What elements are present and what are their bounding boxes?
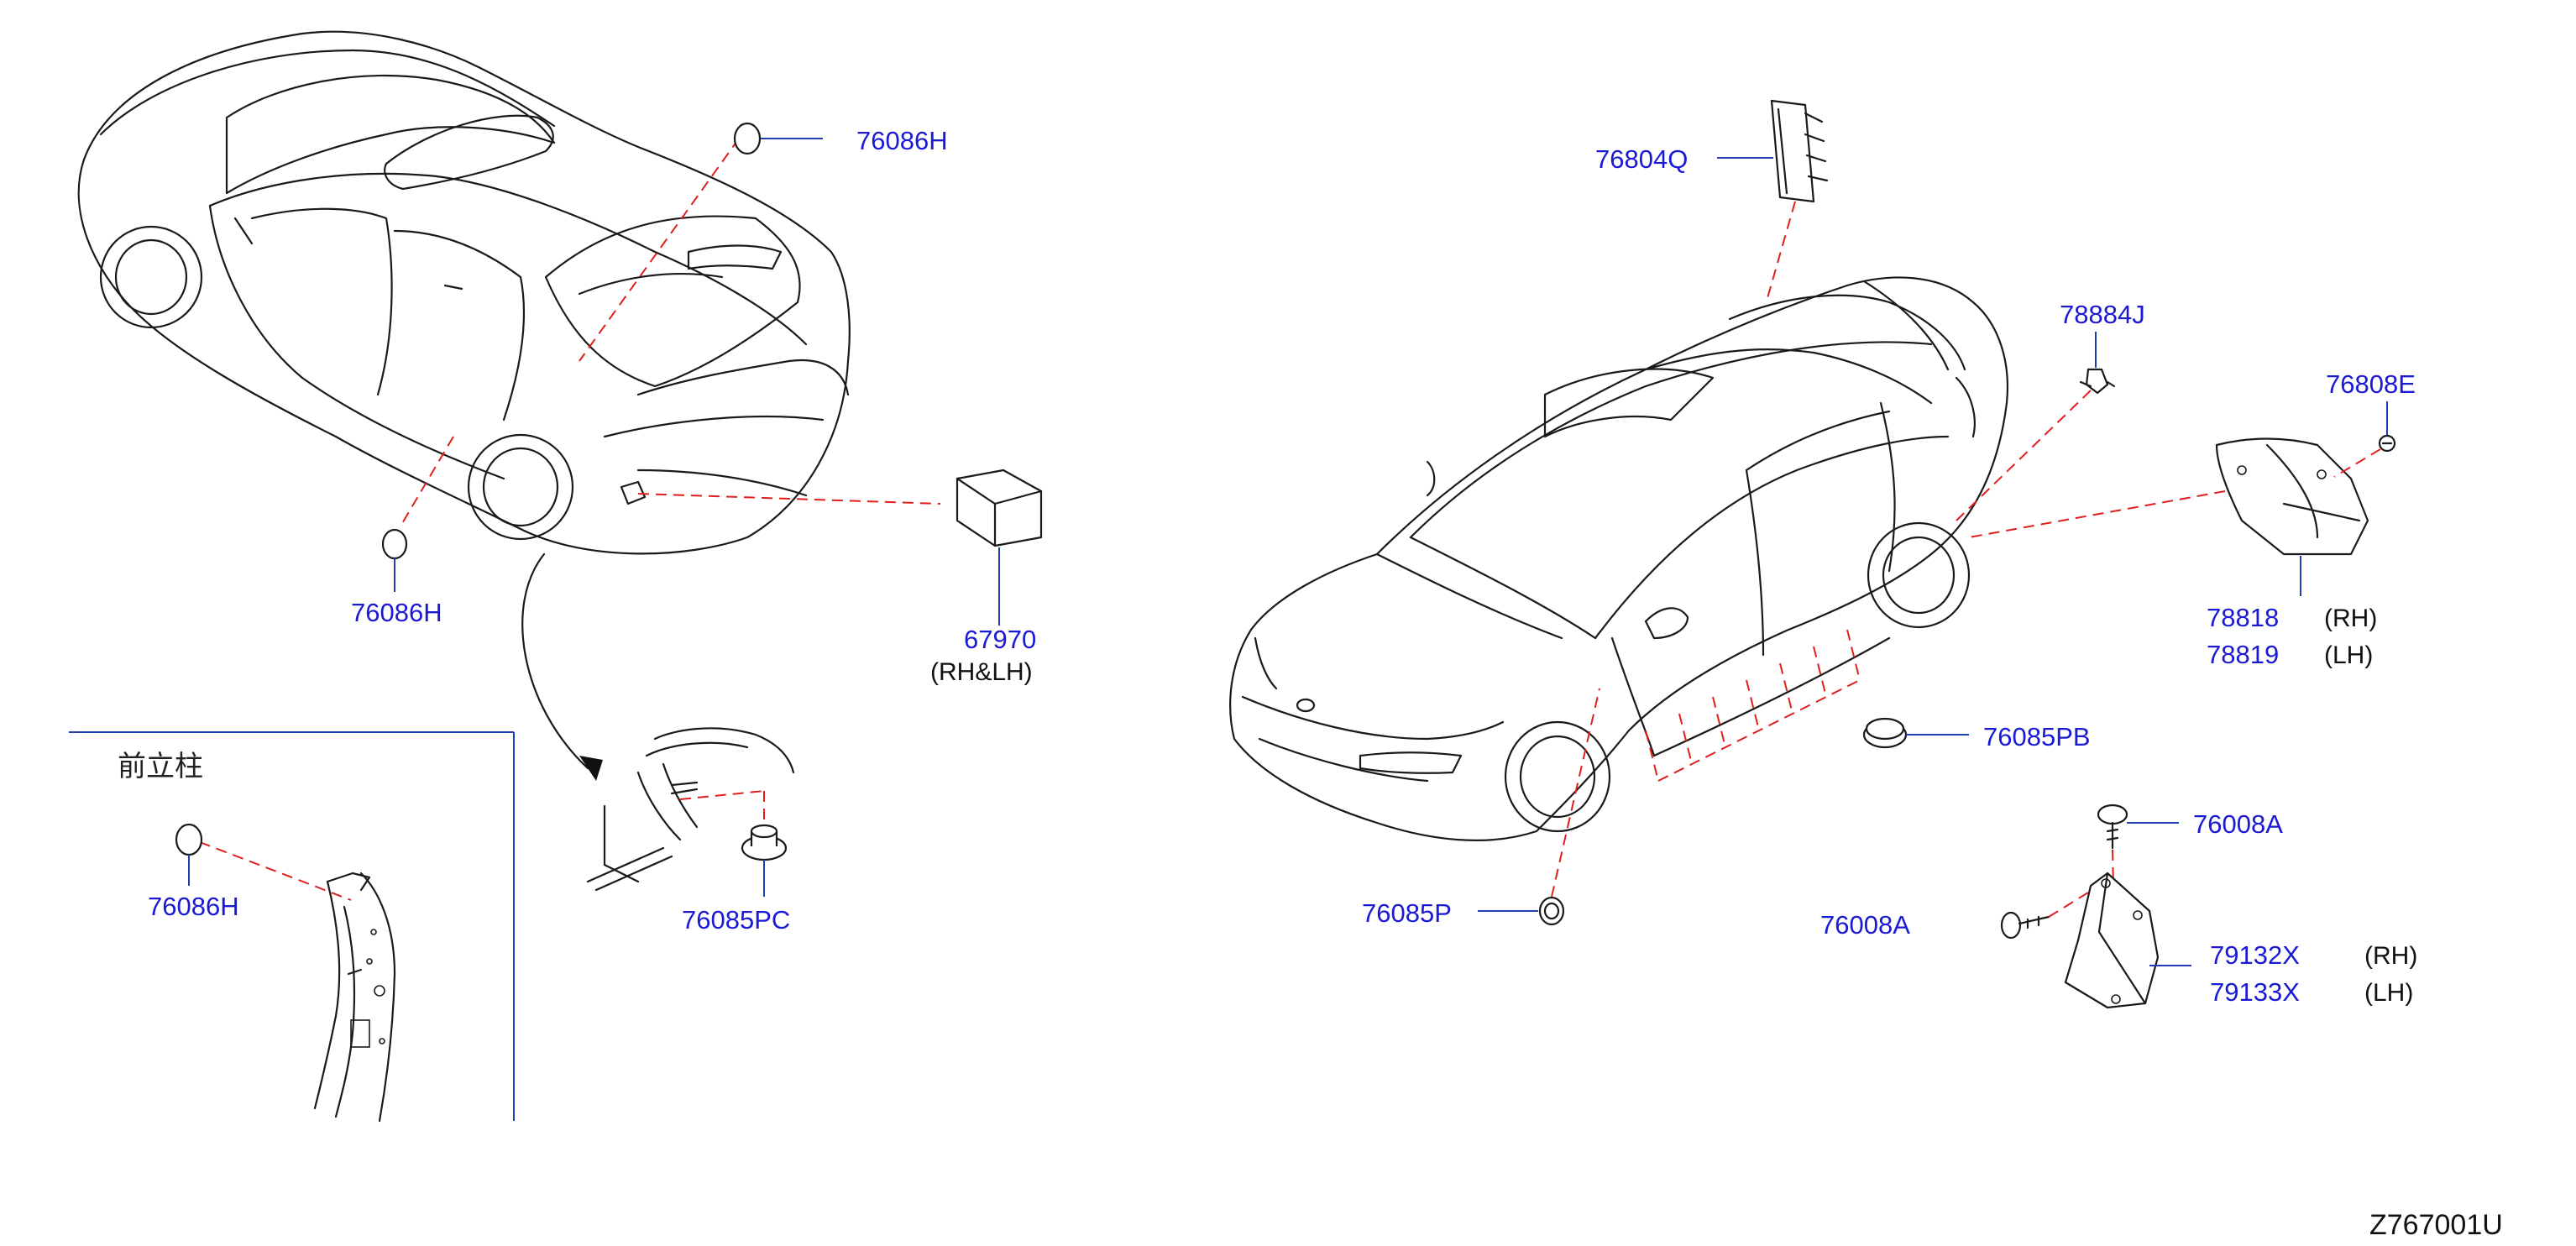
arrow-head-icon — [579, 756, 603, 781]
inset-title: 前立柱 — [118, 750, 203, 783]
screw-76808e — [2378, 434, 2396, 453]
grommet-76086h-inset — [175, 823, 203, 856]
label-76085p: 76085P — [1362, 898, 1452, 928]
diagram-code: Z767001U — [2369, 1209, 2503, 1241]
clip-76085pc — [741, 824, 788, 861]
label-76008a-lower: 76008A — [1820, 910, 1910, 940]
label-78818: 78818 — [2207, 603, 2279, 632]
label-78884j: 78884J — [2060, 300, 2145, 329]
label-79132x: 79132X — [2210, 940, 2300, 970]
label-76085pb: 76085PB — [1983, 722, 2091, 751]
mudguard-78818 — [2215, 437, 2369, 556]
label-79132x-qualifier: (RH) — [2364, 942, 2417, 970]
label-79133x-qualifier: (LH) — [2364, 979, 2413, 1007]
label-78819-qualifier: (LH) — [2324, 641, 2373, 669]
label-76008a-upper: 76008A — [2193, 809, 2283, 839]
label-67970-qualifier: (RH&LH) — [930, 658, 1033, 686]
label-67970: 67970 — [964, 625, 1036, 654]
label-76086h-left: 76086H — [351, 598, 442, 627]
label-76086h-inset: 76086H — [148, 892, 239, 921]
label-78819: 78819 — [2207, 640, 2279, 669]
pad-67970 — [956, 469, 1043, 547]
label-78818-qualifier: (RH) — [2324, 605, 2377, 632]
detail-arrow — [521, 552, 589, 770]
screw-76008a-lower — [2000, 911, 2050, 940]
vent-76804q — [1770, 99, 1829, 203]
label-79133x: 79133X — [2210, 977, 2300, 1007]
plug-76085p — [1538, 896, 1565, 926]
bracket-79132x — [2064, 872, 2160, 1009]
clip-78884j — [2079, 368, 2116, 395]
sill-clip-leaders — [1645, 629, 1861, 782]
grommet-76086h-top — [733, 122, 762, 155]
screw-76008a-upper — [2097, 804, 2128, 850]
label-76808e: 76808E — [2326, 369, 2416, 399]
wheel-arch-detail — [586, 727, 795, 892]
front-pillar-inset — [69, 731, 515, 1123]
front-car-illustration — [1229, 276, 2008, 841]
label-76086h-top: 76086H — [856, 126, 948, 155]
label-76085pc: 76085PC — [682, 905, 790, 934]
grommet-76086h-left — [381, 528, 408, 560]
plug-76085pb — [1862, 717, 1908, 749]
label-76804q: 76804Q — [1595, 144, 1688, 174]
rear-car-illustration — [77, 30, 851, 555]
